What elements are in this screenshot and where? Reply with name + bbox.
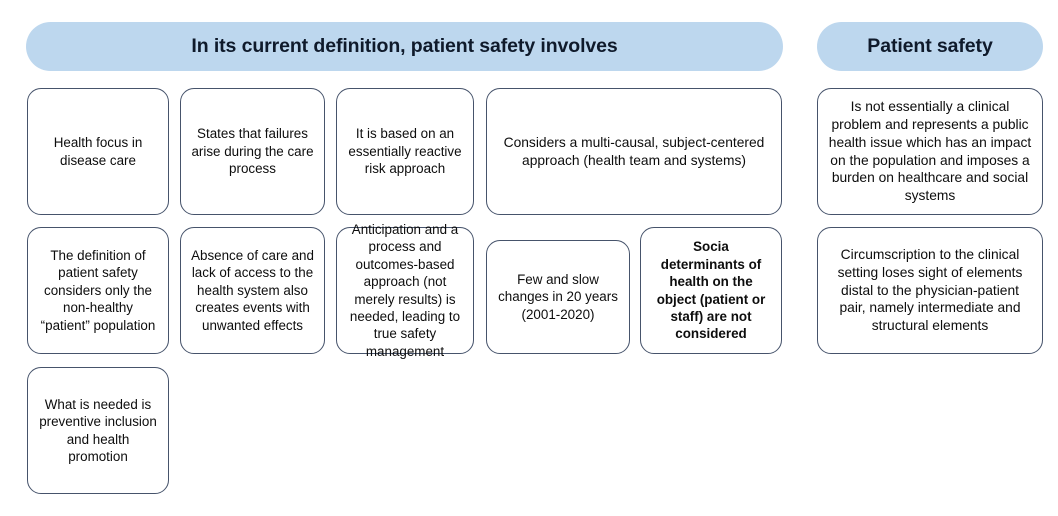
box-text: Absence of care and lack of access to th… [191, 247, 314, 333]
box-left-r2-c2: Absence of care and lack of access to th… [180, 227, 325, 354]
box-right-r1: Is not essentially a clinical problem an… [817, 88, 1043, 215]
header-pill-right: Patient safety [817, 22, 1043, 71]
box-text: Considers a multi-causal, subject-center… [503, 134, 765, 168]
header-pill-left: In its current definition, patient safet… [26, 22, 783, 71]
box-text: What is needed is preventive inclusion a… [39, 396, 157, 464]
box-left-r3-c1: What is needed is preventive inclusion a… [27, 367, 169, 494]
box-text: Anticipation and a process and outcomes-… [349, 221, 461, 359]
box-left-r2-c4: Few and slow changes in 20 years (2001-2… [486, 240, 630, 354]
box-text: Health focus in disease care [53, 135, 143, 168]
box-text: It is based on an essentially reactive r… [348, 126, 462, 177]
box-left-r2-c5: Socia determinants of health on the obje… [640, 227, 782, 354]
box-text: Circumscription to the clinical setting … [837, 246, 1023, 334]
box-text: Is not essentially a clinical problem an… [828, 98, 1032, 204]
box-left-r1-c1: Health focus in disease care [27, 88, 169, 215]
box-left-r1-c3: It is based on an essentially reactive r… [336, 88, 474, 215]
box-text: Socia determinants of health on the obje… [656, 239, 766, 342]
header-left-label: In its current definition, patient safet… [191, 34, 618, 57]
box-left-r1-c2: States that failures arise during the ca… [180, 88, 325, 215]
box-left-r2-c1: The definition of patient safety conside… [27, 227, 169, 354]
box-text: States that failures arise during the ca… [191, 126, 314, 177]
box-left-r1-c4: Considers a multi-causal, subject-center… [486, 88, 782, 215]
box-text: Few and slow changes in 20 years (2001-2… [498, 271, 618, 322]
box-left-r2-c3: Anticipation and a process and outcomes-… [336, 222, 474, 359]
box-text: The definition of patient safety conside… [40, 247, 156, 333]
header-right-label: Patient safety [867, 34, 993, 57]
box-right-r2: Circumscription to the clinical setting … [817, 227, 1043, 354]
